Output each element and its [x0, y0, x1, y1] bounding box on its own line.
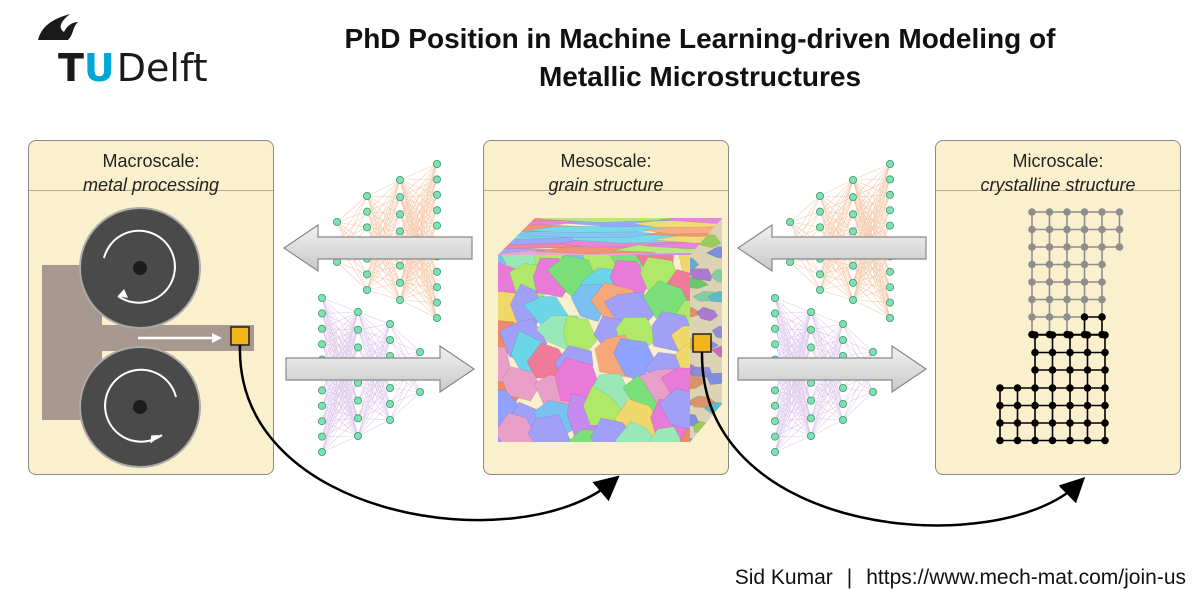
page-title: PhD Position in Machine Learning-driven … — [260, 20, 1140, 96]
microscale-heading: Microscale: crystalline structure — [936, 141, 1180, 195]
macro-to-meso-arrow — [238, 344, 620, 522]
title-line-1: PhD Position in Machine Learning-driven … — [344, 23, 1056, 54]
logo-delft: Delft — [116, 46, 208, 90]
meso-to-micro-arrow — [700, 351, 1086, 527]
mesoscale-heading: Mesoscale: grain structure — [484, 141, 728, 195]
arrow-icon — [285, 344, 476, 394]
arrow-icon — [736, 223, 927, 273]
meso-highlight-square — [692, 333, 712, 353]
roller-icon — [42, 207, 254, 468]
logo-t: T — [58, 46, 84, 90]
microscale-subtitle: crystalline structure — [980, 175, 1136, 195]
crystal-lattice-icon — [996, 208, 1124, 445]
macroscale-subtitle: metal processing — [82, 175, 220, 195]
logo-wordmark: TUDelft — [58, 46, 208, 90]
grain-cube-icon — [498, 218, 722, 442]
mesoscale-title: Mesoscale: — [560, 151, 652, 171]
microscale-title: Microscale: — [1012, 151, 1104, 171]
microscale-panel: Microscale: crystalline structure — [935, 140, 1181, 475]
footer: Sid Kumar | https://www.mech-mat.com/join-… — [735, 566, 1186, 590]
footer-url[interactable]: https://www.mech-mat.com/join-us — [866, 566, 1186, 589]
arrow-icon — [282, 223, 473, 273]
arrow-icon — [737, 344, 928, 394]
title-line-2: Metallic Microstructures — [538, 61, 862, 92]
tudelft-flame-icon — [38, 14, 78, 40]
author-name: Sid Kumar — [734, 566, 833, 589]
mesoscale-subtitle: grain structure — [548, 175, 664, 195]
macroscale-title: Macroscale: — [102, 151, 200, 171]
footer-separator: | — [846, 566, 853, 589]
tudelft-logo: TUDelft — [28, 10, 218, 90]
logo-u: U — [83, 46, 115, 90]
macroscale-heading: Macroscale: metal processing — [29, 141, 273, 195]
